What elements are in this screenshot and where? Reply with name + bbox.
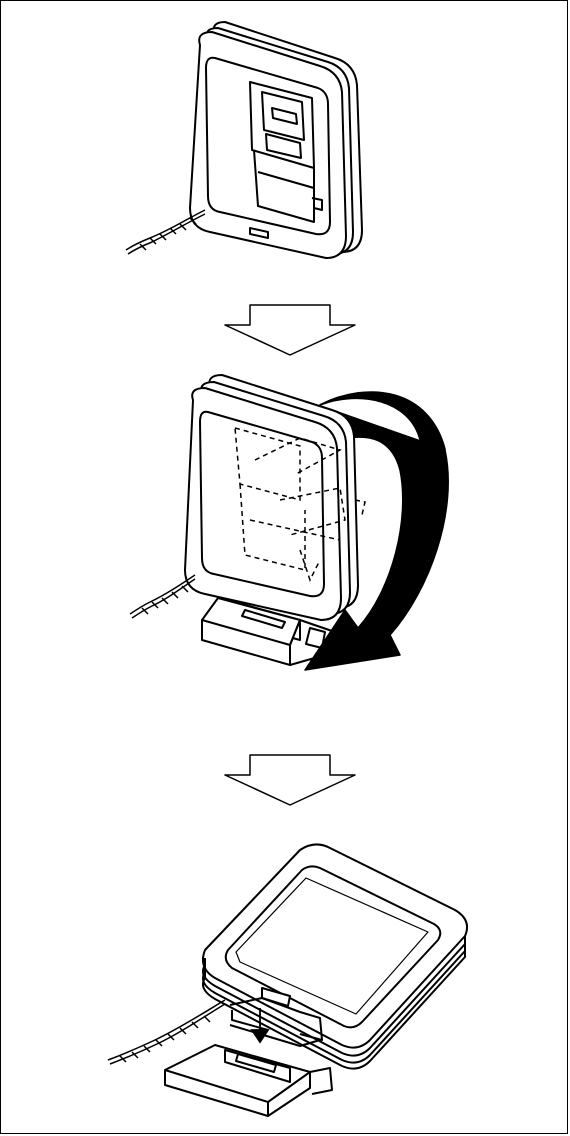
- down-arrow-1: [0, 300, 568, 360]
- down-arrow-1-icon: [224, 304, 356, 356]
- antenna-attached-illustration: [107, 843, 468, 1117]
- step-2-stand-rotating: [0, 370, 568, 700]
- step-3-antenna-attached: [0, 840, 568, 1130]
- down-arrow-2: [0, 750, 568, 810]
- step-1-antenna-folded: [0, 0, 568, 290]
- antenna-folded-illustration: [125, 21, 363, 259]
- antenna-rotating-illustration: [129, 374, 449, 671]
- down-arrow-2-icon: [224, 754, 356, 806]
